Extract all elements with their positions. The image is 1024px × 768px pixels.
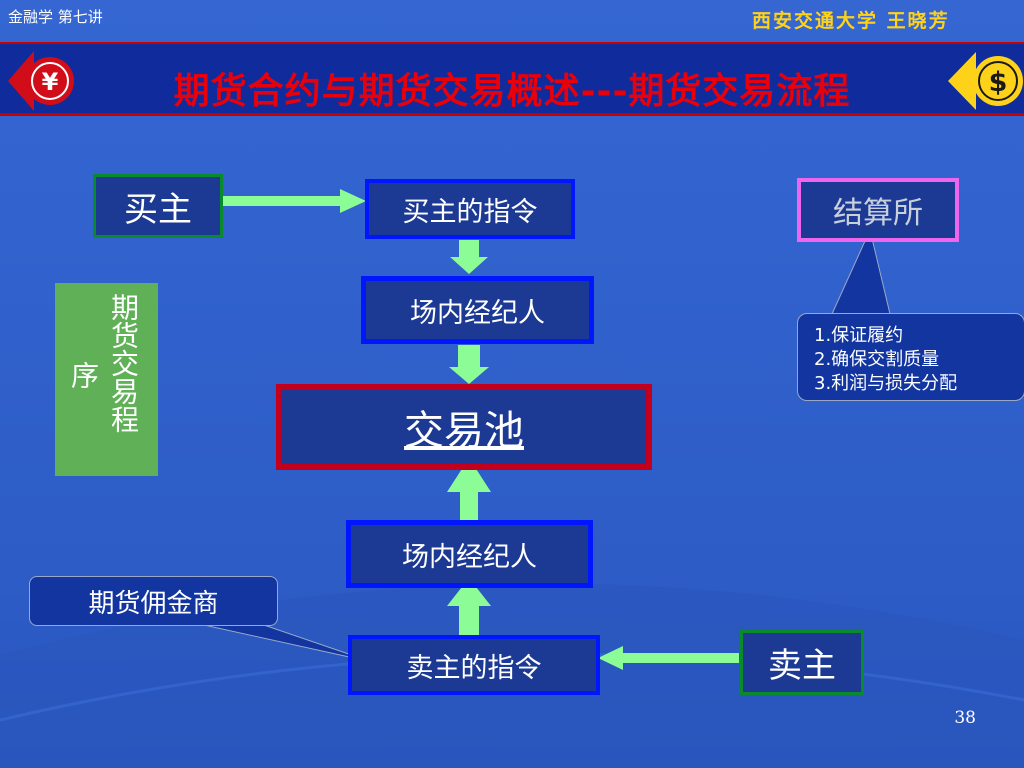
commission-merchant-callout: 期货佣金商 <box>29 576 278 626</box>
arrow-broker-bottom-to-pool <box>447 458 491 522</box>
panel-text-column-1: 期货交易程 <box>107 293 140 433</box>
clearing-function-2: 2.确保交割质量 <box>814 349 940 370</box>
sell-order-box: 卖主的指令 <box>348 635 600 695</box>
title-bar <box>0 42 1024 116</box>
page-number: 38 <box>954 708 976 728</box>
arrow-broker-to-pool <box>449 345 489 384</box>
dollar-coin-icon: $ <box>948 52 1023 110</box>
clearing-house-box: 结算所 <box>797 178 959 242</box>
arrow-order-to-broker-bottom <box>447 578 491 635</box>
buyer-box: 买主 <box>93 174 223 238</box>
floor-broker-bottom-box: 场内经纪人 <box>346 520 593 588</box>
clearing-function-1: 1.保证履约 <box>814 325 904 346</box>
yuan-coin-icon: ¥ <box>8 51 74 111</box>
svg-text:$: $ <box>989 67 1008 98</box>
clearing-functions-callout: 1.保证履约 2.确保交割质量 3.利润与损失分配 <box>797 313 1024 401</box>
futures-procedure-panel: 期货交易程 序 <box>55 283 158 476</box>
buy-order-box: 买主的指令 <box>365 179 575 239</box>
arrow-buyer-to-order <box>223 189 366 213</box>
trading-pit-box: 交易池 <box>276 384 652 470</box>
svg-text:¥: ¥ <box>42 68 59 96</box>
panel-text-column-2: 序 <box>67 361 100 389</box>
clearing-function-3: 3.利润与损失分配 <box>814 373 958 394</box>
arrow-seller-to-order <box>598 646 739 670</box>
institution-label: 西安交通大学 王晓芳 <box>752 10 950 32</box>
arrow-order-to-broker-top <box>450 240 488 274</box>
seller-box: 卖主 <box>740 630 864 695</box>
course-label: 金融学 第七讲 <box>8 8 103 26</box>
floor-broker-top-box: 场内经纪人 <box>361 276 594 344</box>
slide-title: 期货合约与期货交易概述---期货交易流程 <box>173 71 851 112</box>
